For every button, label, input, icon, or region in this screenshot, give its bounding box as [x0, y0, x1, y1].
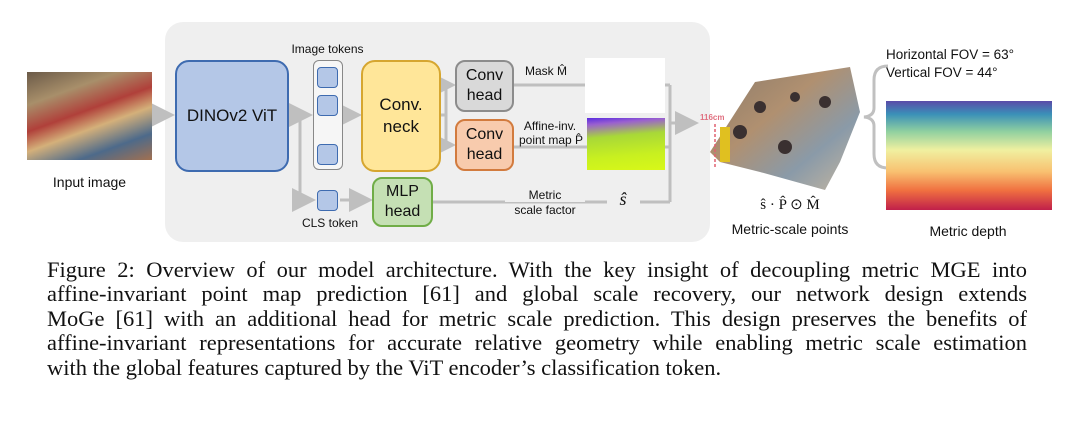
- neck-label: Conv. neck: [379, 95, 423, 136]
- height-annotation: 116cm: [700, 113, 724, 122]
- metric-depth-image: [886, 101, 1052, 210]
- encoder-label: DINOv2 ViT: [186, 106, 278, 125]
- image-token: [317, 95, 338, 116]
- image-token: [317, 144, 338, 165]
- conv-neck: Conv. neck: [361, 60, 441, 172]
- figure-caption: Figure 2: Overview of our model architec…: [47, 257, 1027, 380]
- metric-scale-point-cloud: 116cm: [700, 67, 860, 190]
- caption-line: affine-invariant point map prediction [6…: [47, 281, 1027, 307]
- point-map-label-1: Affine-inv.: [523, 119, 577, 133]
- metric-depth-label: Metric depth: [929, 223, 1007, 239]
- point-map-image: [587, 118, 665, 170]
- image-tokens-label: Image tokens: [291, 42, 364, 56]
- caption-line: with the global features captured by the…: [47, 354, 722, 380]
- mask-conv-head: Conv head: [455, 60, 514, 112]
- dinov2-vit-encoder: DINOv2 ViT: [175, 60, 289, 172]
- mask-image: [585, 58, 665, 113]
- image-token: [317, 67, 338, 88]
- vertical-fov: Vertical FOV = 44°: [886, 65, 998, 80]
- caption-line: Figure 2: Overview of our model architec…: [47, 257, 1027, 282]
- cls-token-label: CLS token: [301, 216, 359, 230]
- mlp-head: MLP head: [372, 177, 433, 227]
- mask-head-label: Conv head: [465, 67, 504, 104]
- mlp-head-label: MLP head: [384, 183, 421, 220]
- scale-label-1: Metric: [505, 188, 585, 202]
- caption-line: MoGe [61] with an additional head for me…: [47, 305, 1027, 331]
- scale-label-2: scale factor: [514, 203, 576, 217]
- formula: ŝ · P̂ ⊙ M̂: [760, 197, 820, 213]
- input-image: [27, 72, 152, 160]
- input-image-label: Input image: [52, 174, 127, 190]
- caption-line: affine-invariant representations for acc…: [47, 330, 1027, 356]
- scale-symbol: ŝ: [619, 189, 627, 209]
- mask-label: Mask M̂: [525, 64, 567, 78]
- metric-scale-points-label: Metric-scale points: [731, 221, 849, 237]
- horizontal-fov: Horizontal FOV = 63°: [886, 47, 1015, 62]
- point-map-label-2: point map P̂: [518, 133, 584, 147]
- point-head-label: Conv head: [465, 126, 504, 163]
- cls-token: [317, 190, 338, 211]
- arrows: [151, 64, 889, 212]
- point-conv-head: Conv head: [455, 119, 514, 171]
- brace: [863, 64, 889, 170]
